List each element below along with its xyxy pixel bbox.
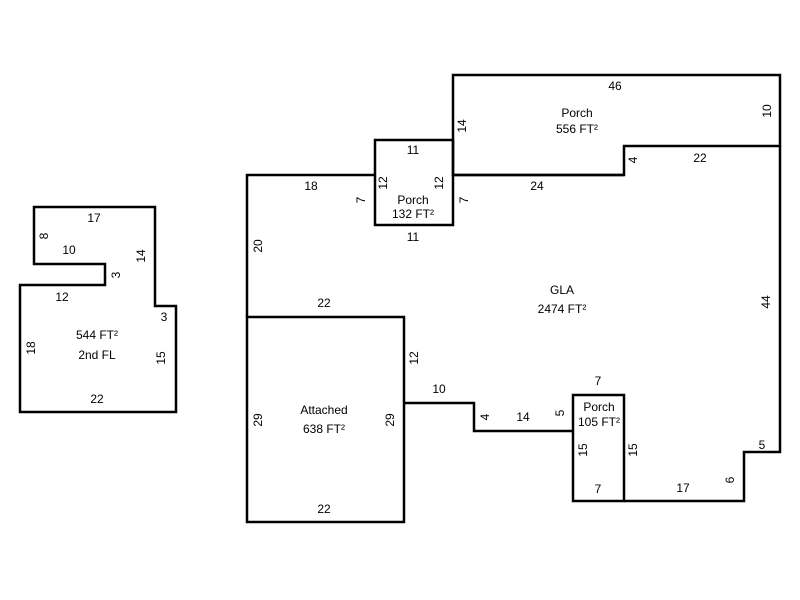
dim-label: 17 (87, 211, 101, 225)
gla-outline (245, 173, 375, 317)
dim-label: 10 (760, 104, 774, 118)
porch-small-area: 11 12 12 11 7 7 Porch 132 FT² (354, 138, 471, 244)
dim-label: 22 (317, 502, 331, 516)
area-label: 132 FT² (392, 207, 434, 221)
dim-label: 22 (90, 392, 104, 406)
porch-small-outline (373, 138, 455, 227)
second-floor-outline (18, 205, 178, 414)
attached-outline (245, 315, 406, 524)
dim-label: 18 (24, 341, 38, 355)
dim-label: 15 (626, 443, 640, 457)
dim-label: 8 (37, 232, 51, 239)
dim-label: 17 (676, 481, 690, 495)
dim-label: 11 (407, 143, 420, 157)
dim-label: 10 (432, 382, 446, 396)
dim-label: 3 (161, 310, 168, 324)
dim-label: 24 (530, 179, 544, 193)
dim-label: 46 (608, 79, 622, 93)
dim-label: 20 (251, 239, 265, 253)
dim-label: 15 (576, 443, 590, 457)
dim-label: 11 (407, 230, 420, 244)
dim-label: 7 (595, 374, 602, 388)
gla-outline (624, 146, 782, 503)
dim-label: 18 (304, 179, 318, 193)
dim-label: 22 (693, 151, 707, 165)
area-label: 105 FT² (578, 415, 620, 429)
dim-label: 22 (317, 296, 331, 310)
dim-label: 14 (134, 249, 148, 263)
dim-label: 12 (407, 351, 421, 365)
dim-label: 44 (759, 295, 773, 309)
room-label: Porch (397, 193, 428, 207)
dim-label: 15 (154, 351, 168, 365)
area-label: 556 FT² (556, 122, 598, 136)
gla-area: 18 20 22 44 12 10 4 14 5 5 6 17 GLA 2474… (245, 146, 782, 503)
dim-label: 7 (595, 482, 602, 496)
room-label: Attached (300, 403, 347, 417)
area-label: 544 FT² (76, 328, 118, 342)
area-label: 2474 FT² (538, 302, 587, 316)
dim-label: 12 (376, 176, 390, 190)
porch-bottom-area: 7 15 15 7 Porch 105 FT² (571, 374, 640, 503)
room-label: 2nd FL (78, 348, 116, 362)
second-floor-area: 17 8 10 3 14 12 3 18 15 22 544 FT² 2nd F… (18, 205, 178, 414)
gla-outline (404, 401, 573, 433)
room-label: Porch (561, 106, 592, 120)
dim-label: 29 (251, 413, 265, 427)
dim-label: 4 (626, 156, 640, 163)
dim-label: 5 (553, 409, 567, 416)
dim-label: 12 (55, 290, 69, 304)
dim-label: 12 (432, 176, 446, 190)
porch-bottom-outline (571, 393, 626, 503)
room-label: Porch (583, 400, 614, 414)
dim-label: 5 (759, 438, 766, 452)
area-label: 638 FT² (303, 422, 345, 436)
dim-label: 14 (455, 119, 469, 133)
dim-label: 29 (383, 413, 397, 427)
dim-label: 14 (516, 410, 530, 424)
dim-label: 6 (723, 476, 737, 483)
dim-label: 4 (478, 413, 492, 420)
room-label: GLA (550, 283, 574, 297)
dim-label: 10 (62, 243, 76, 257)
dim-label: 3 (109, 271, 123, 278)
dim-label: 7 (354, 196, 368, 203)
dim-label: 7 (457, 196, 471, 203)
attached-area: 29 29 22 Attached 638 FT² (245, 315, 406, 524)
